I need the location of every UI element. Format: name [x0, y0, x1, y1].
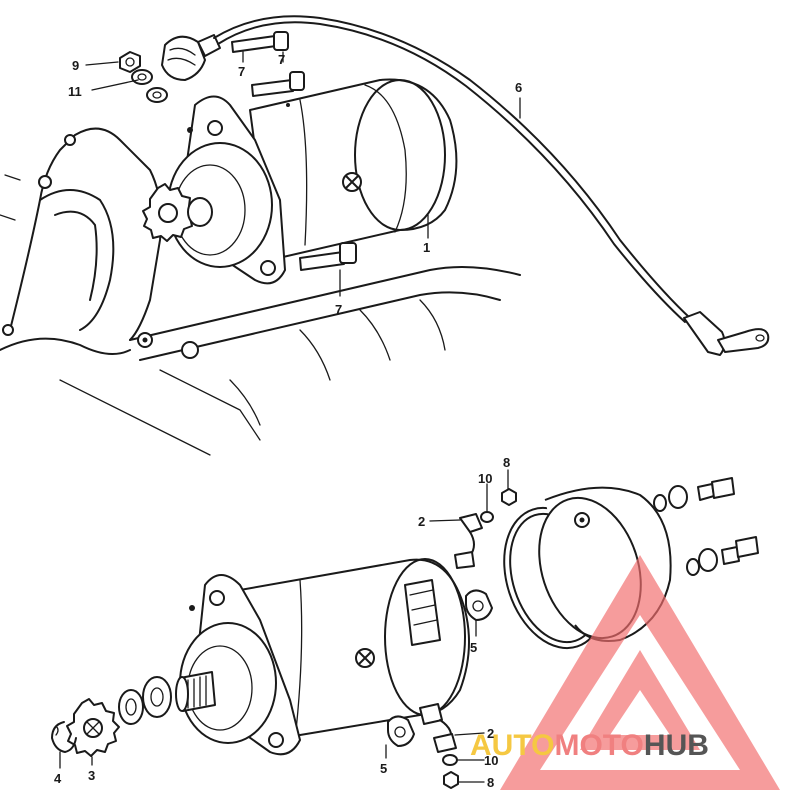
shaft-washer-small — [118, 689, 144, 725]
part-label-10-b: 10 — [484, 753, 498, 768]
through-bolt-upper — [653, 477, 735, 512]
part-label-2-b: 2 — [487, 726, 494, 741]
part-label-9: 9 — [72, 58, 79, 73]
watermark-hub: HUB — [644, 729, 709, 762]
through-bolt-lower — [686, 536, 759, 576]
part-label-8-b: 8 — [487, 775, 494, 790]
terminal-washer-upper — [480, 511, 494, 523]
terminal-washers — [131, 69, 168, 103]
terminal-washer-lower — [442, 754, 458, 766]
terminal-nut — [119, 51, 141, 73]
brush-lead-lower — [419, 703, 457, 753]
part-label-8-a: 8 — [503, 455, 510, 470]
part-label-2-a: 2 — [418, 514, 425, 529]
shaft-washer-large — [142, 676, 172, 718]
part-label-7-a: 7 — [238, 64, 245, 79]
part-label-10-a: 10 — [478, 471, 492, 486]
carbon-brush-lower — [387, 715, 415, 747]
sprocket-gear-installed — [142, 183, 213, 242]
watermark-auto: AUTO — [470, 729, 554, 762]
carbon-brush-upper — [465, 589, 493, 621]
part-label-7-b: 7 — [278, 52, 285, 67]
part-label-5-b: 5 — [380, 761, 387, 776]
starter-cable — [213, 15, 770, 356]
watermark-text: AUTOMOTOHUB — [470, 729, 709, 762]
terminal-nut-lower — [443, 771, 459, 789]
snap-ring-circlip — [51, 721, 77, 753]
mounting-bolt-top-1 — [231, 31, 289, 53]
mounting-bolt-top-2 — [251, 71, 305, 97]
terminal-cap — [161, 34, 221, 81]
part-label-4: 4 — [54, 771, 62, 786]
starter-motor-installed — [167, 78, 458, 285]
watermark-moto: MOTO — [554, 729, 643, 762]
engine-case-outline — [0, 127, 521, 456]
sprocket-gear — [66, 698, 120, 757]
mounting-bolt-lower — [299, 242, 357, 271]
part-label-11: 11 — [68, 84, 82, 99]
leader-lines-top — [85, 51, 521, 297]
watermark-logo — [500, 555, 780, 790]
leader-lines-bottom — [59, 469, 509, 783]
terminal-nut-upper — [501, 488, 517, 506]
part-label-5-a: 5 — [470, 640, 477, 655]
part-label-6: 6 — [515, 80, 522, 95]
starter-motor-exploded — [175, 558, 470, 756]
part-label-1: 1 — [423, 240, 430, 255]
part-label-3: 3 — [88, 768, 95, 783]
brush-lead-upper — [454, 513, 483, 569]
watermark-triangle-icon — [500, 555, 780, 790]
part-label-7-c: 7 — [335, 302, 342, 317]
